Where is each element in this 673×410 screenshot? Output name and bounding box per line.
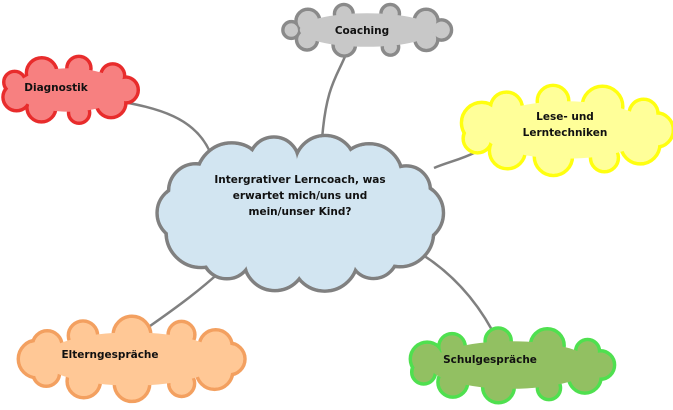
lese-line-2: Lerntechniken xyxy=(522,127,608,139)
connector-coaching xyxy=(320,53,348,141)
cloud-eltern[interactable] xyxy=(16,314,247,404)
center-line-2: erwartet mich/uns und xyxy=(232,190,368,202)
node-label-eltern: Elterngespräche xyxy=(61,349,159,361)
connector-eltern xyxy=(149,269,223,328)
cloud-diagnostik[interactable] xyxy=(1,54,141,126)
node-label-schul: Schulgespräche xyxy=(443,354,537,366)
node-label-diagnostik: Diagnostik xyxy=(24,82,88,94)
connector-lese xyxy=(433,150,477,170)
cloud-center[interactable] xyxy=(155,133,446,293)
lese-line-1: Lese- und xyxy=(536,111,594,123)
center-topic-label: Intergrativer Lerncoach, was erwartet mi… xyxy=(214,172,385,220)
center-line-3: mein/unser Kind? xyxy=(248,206,352,218)
cloud-lese[interactable] xyxy=(459,83,673,178)
cloud-coaching[interactable] xyxy=(281,2,454,58)
node-label-lese: Lese- und Lerntechniken xyxy=(523,109,608,141)
node-label-coaching: Coaching xyxy=(334,25,390,37)
center-line-1: Intergrativer Lerncoach, was xyxy=(214,174,386,186)
cloud-schul[interactable] xyxy=(408,326,617,405)
